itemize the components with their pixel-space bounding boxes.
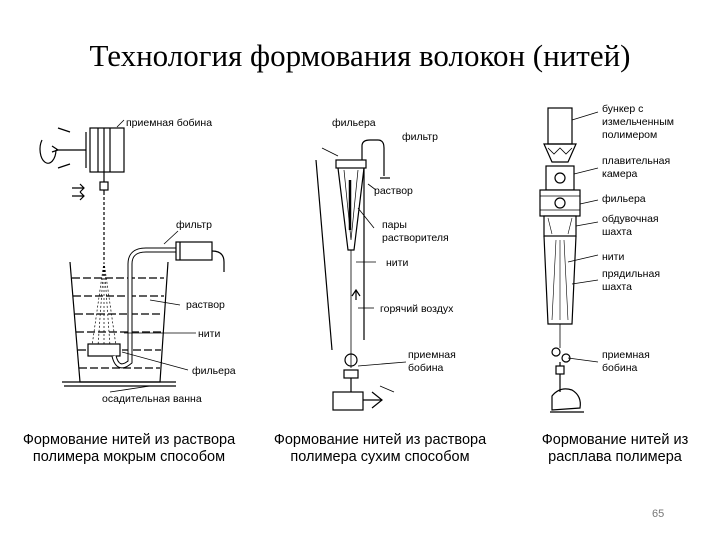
melt-label-hopper-2: измельченным [602, 116, 674, 128]
melt-label-spool-2: бобина [602, 362, 638, 374]
dry-label-spool-1: приемная [408, 349, 456, 361]
wet-label-threads: нити [198, 328, 220, 340]
melt-label-blow-1: обдувочная [602, 213, 659, 225]
dry-label-threads: нити [386, 257, 408, 269]
melt-label-spinneret: фильера [602, 193, 646, 205]
dry-caption-line2: полимера сухим способом [290, 449, 470, 465]
dry-caption-line1: Формование нитей из раствора [273, 432, 487, 448]
dry-spinning-diagram: фильера фильтр раствор пары растворителя… [315, 117, 456, 411]
wet-label-solution: раствор [186, 299, 225, 311]
melt-label-hopper-1: бункер с [602, 103, 643, 115]
slide-title: Технология формования волокон (нитей) [89, 38, 631, 73]
melt-label-threads: нити [602, 251, 624, 263]
melt-label-spin-1: прядильная [602, 268, 660, 280]
dry-label-hot-air: горячий воздух [380, 303, 454, 315]
dry-label-vapors-1: пары [382, 219, 407, 231]
melt-label-melt-1: плавительная [602, 155, 670, 167]
wet-label-bath: осадительная ванна [102, 393, 202, 405]
wet-caption-line1: Формование нитей из раствора [22, 432, 236, 448]
wet-spinning-diagram: приемная бобина фильтр раствор нити филь… [39, 117, 236, 405]
process-diagrams: приемная бобина фильтр раствор нити филь… [39, 103, 674, 413]
dry-label-spinneret: фильера [332, 117, 376, 129]
melt-caption-line1: Формование нитей из [541, 432, 689, 448]
wet-spool-icon [39, 127, 125, 173]
melt-label-melt-2: камера [602, 168, 638, 180]
melt-label-blow-2: шахта [602, 226, 632, 238]
wet-label-filter: фильтр [176, 219, 212, 231]
page-number: 65 [652, 508, 665, 520]
wet-label-spinneret: фильера [192, 365, 236, 377]
melt-spinning-diagram: бункер с измельченным полимером плавител… [539, 103, 674, 413]
dry-label-vapors-2: растворителя [382, 232, 449, 244]
melt-label-hopper-3: полимером [602, 129, 657, 141]
dry-label-solution: раствор [374, 185, 413, 197]
wet-label-spool: приемная бобина [126, 117, 212, 129]
melt-caption: Формование нитей из расплава полимера [520, 432, 710, 466]
dry-label-spool-2: бобина [408, 362, 444, 374]
wet-bath [62, 261, 176, 387]
wet-caption-line2: полимера мокрым способом [32, 449, 226, 465]
melt-caption-line2: расплава полимера [548, 449, 682, 465]
melt-label-spin-2: шахта [602, 281, 632, 293]
wet-caption: Формование нитей из раствора полимера мо… [14, 432, 244, 466]
dry-label-filter: фильтр [402, 131, 438, 143]
dry-caption: Формование нитей из раствора полимера су… [262, 432, 498, 466]
melt-label-spool-1: приемная [602, 349, 650, 361]
